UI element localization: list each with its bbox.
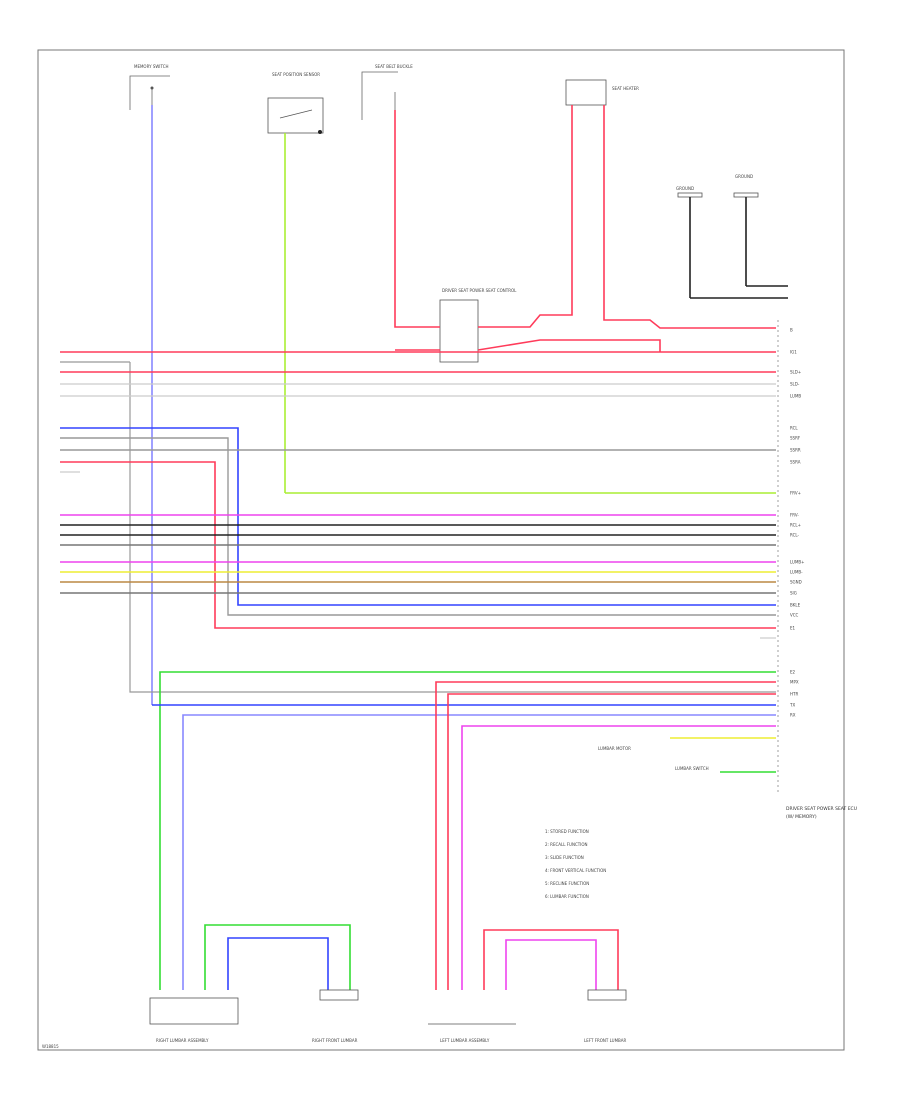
ecu-pin-label: FRV- xyxy=(790,513,799,518)
legend-item-6: 6: LUMBAR FUNCTION xyxy=(545,894,589,899)
wire-top-4a xyxy=(478,105,573,328)
ecu-pin-label: SLD+ xyxy=(790,370,801,375)
top-component-4: SEAT HEATER xyxy=(565,79,639,106)
ecu-pin-label: BKLE xyxy=(790,603,801,608)
bottom-connector-3-label: LEFT LUMBAR ASSEMBLY xyxy=(440,1038,490,1043)
ecu-pin-label: B xyxy=(790,328,793,333)
function-legend: 1: STORED FUNCTION 2: RECALL FUNCTION 3:… xyxy=(545,829,606,899)
page-id: W18815 xyxy=(42,1044,59,1049)
bottom-connector-2-label: RIGHT FRONT LUMBAR xyxy=(312,1038,358,1043)
junction-box xyxy=(439,299,479,363)
ecu-pin-label: IG1 xyxy=(790,350,797,355)
top-component-1: MEMORY SWITCH xyxy=(129,64,170,110)
legend-item-3: 3: SLIDE FUNCTION xyxy=(545,855,584,860)
bottom-connector-2: RIGHT FRONT LUMBAR xyxy=(312,989,359,1043)
ecu-pin-label: LUMB- xyxy=(790,570,803,575)
legend-item-1: 1: STORED FUNCTION xyxy=(545,829,589,834)
lumbar-motor-label: LUMBAR MOTOR xyxy=(598,746,631,751)
bus-group-3 xyxy=(60,514,776,546)
top-component-2-box xyxy=(267,97,324,134)
bottom-connector-1: RIGHT LUMBAR ASSEMBLY xyxy=(149,924,351,1043)
diagram-frame xyxy=(37,49,845,1051)
ecu-pin-label: RCL+ xyxy=(790,523,801,528)
junction-block: DRIVER SEAT POWER SEAT CONTROL xyxy=(439,288,517,363)
ecu-pin-label: MPX xyxy=(790,680,799,685)
bus-group-1 xyxy=(60,351,776,693)
legend-item-5: 5: RECLINE FUNCTION xyxy=(545,881,589,886)
legend-item-2: 2: RECALL FUNCTION xyxy=(545,842,588,847)
wire-top-3 xyxy=(394,110,440,328)
ecu-pin-label: RX xyxy=(790,713,796,718)
legend-item-4: 4: FRONT VERTICAL FUNCTION xyxy=(545,868,606,873)
ecu-sublabel: (W/ MEMORY) xyxy=(786,814,817,820)
ecu-pin-label: VCC xyxy=(790,613,799,618)
bottom-connector-4: LEFT FRONT LUMBAR xyxy=(584,989,627,1043)
lower-wires xyxy=(152,671,776,990)
ecu-pin-label: SSRA xyxy=(790,460,801,465)
ecu-pin-label: SSRR xyxy=(790,448,801,453)
ecu-pin-label: RCL xyxy=(790,426,798,431)
ecu-pin-label: SSRF xyxy=(790,436,801,441)
wire-top-4c xyxy=(603,105,776,329)
ecu-pin-label: SLD- xyxy=(790,382,800,387)
top-component-4-box xyxy=(565,79,607,106)
ecu-pin-label: LUMB xyxy=(790,394,801,399)
ecu-pin-label: SIG xyxy=(790,591,797,596)
ecu-pin-label: SGND xyxy=(790,580,802,585)
ecu-label: DRIVER SEAT POWER SEAT ECU xyxy=(786,806,857,812)
top-component-2: SEAT POSITION SENSOR xyxy=(267,72,324,134)
top-component-3-label: SEAT BELT BUCKLE xyxy=(375,64,413,69)
top-component-4-label: SEAT HEATER xyxy=(612,86,639,91)
bus-group-2 xyxy=(60,427,776,629)
junction-label: DRIVER SEAT POWER SEAT CONTROL xyxy=(442,288,517,293)
ecu-pin-label: E1 xyxy=(790,626,796,631)
ecu-block: DRIVER SEAT POWER SEAT ECU (W/ MEMORY) xyxy=(777,320,857,820)
top-component-2-label: SEAT POSITION SENSOR xyxy=(272,72,320,77)
bottom-connector-3: LEFT LUMBAR ASSEMBLY xyxy=(428,929,619,1043)
ecu-pin-label: FRV+ xyxy=(790,491,801,496)
bus-group-4 xyxy=(60,561,776,594)
top-component-1-label: MEMORY SWITCH xyxy=(134,64,169,69)
ecu-pin-label: E2 xyxy=(790,670,796,675)
lumbar-switch-label: LUMBAR SWITCH xyxy=(675,766,709,771)
wire-top-4b xyxy=(477,339,661,352)
ecu-pin-label: TX xyxy=(789,703,795,708)
bottom-connector-4-label: LEFT FRONT LUMBAR xyxy=(584,1038,627,1043)
ecu-pin-label: LUMB+ xyxy=(790,560,805,565)
ecu-pin-label: RCL- xyxy=(790,533,800,538)
ground-1-label: GROUND xyxy=(676,186,694,191)
ground-2-label: GROUND xyxy=(735,174,753,179)
ground-group: GROUND GROUND xyxy=(676,174,788,299)
top-component-3: SEAT BELT BUCKLE xyxy=(361,64,413,120)
bottom-connector-1-label: RIGHT LUMBAR ASSEMBLY xyxy=(156,1038,209,1043)
ecu-pin-label: HTR xyxy=(790,692,798,697)
